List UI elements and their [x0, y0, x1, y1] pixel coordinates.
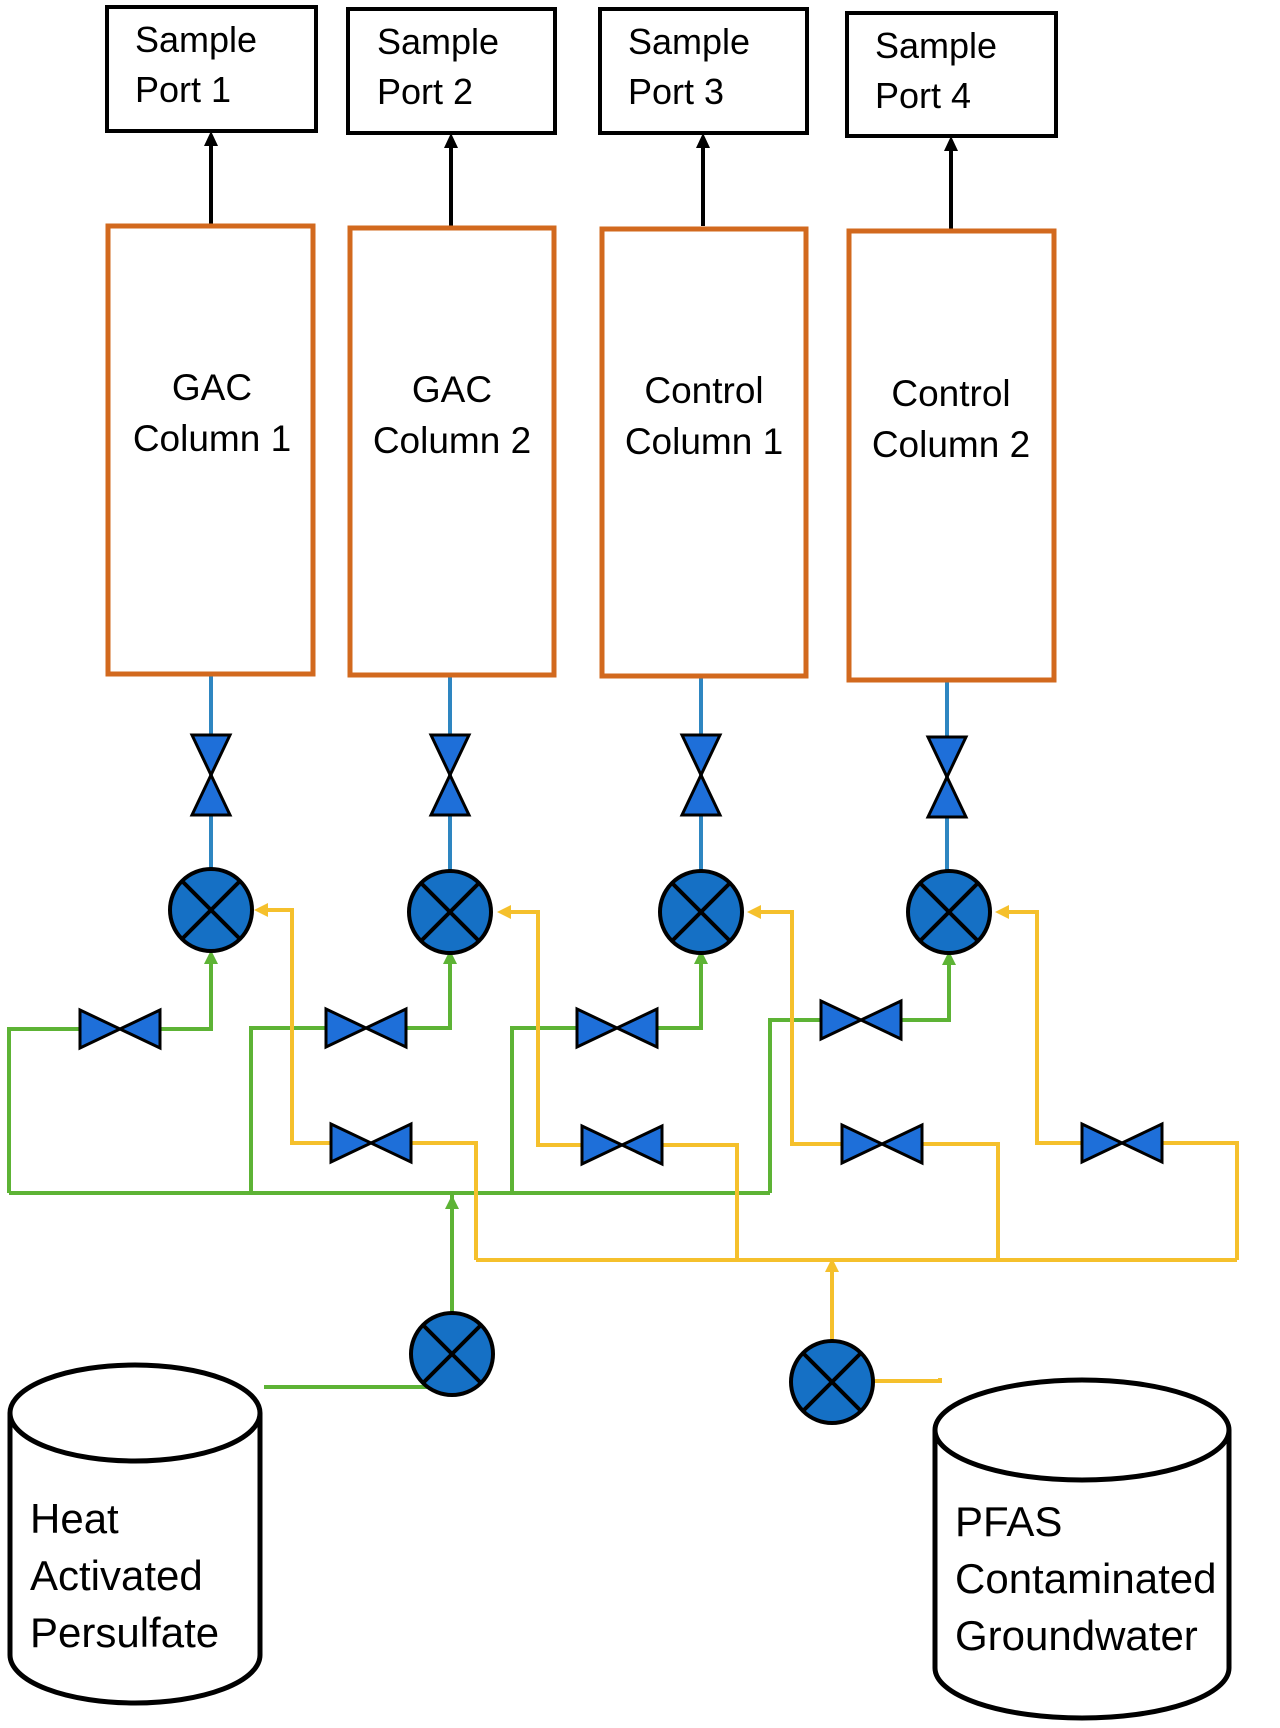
bowtie-valve-icon	[679, 733, 723, 817]
gac-column-2: GAC Column 2	[347, 225, 557, 678]
circle-x-pump-icon	[789, 1339, 875, 1425]
control-column-1: Control Column 1	[599, 226, 809, 679]
persulfate-arrowheads	[204, 950, 956, 1209]
outlet-arrowheads	[204, 131, 958, 151]
groundwater-lines	[267, 908, 1239, 1383]
tank-label: Heat	[30, 1495, 119, 1542]
bowtie-valve-icon	[819, 998, 903, 1042]
arrowhead-icon	[254, 903, 268, 917]
bowtie-valve-icon	[329, 1121, 413, 1165]
column-label: Column 2	[872, 424, 1030, 465]
column-label: Column 1	[625, 421, 783, 462]
sample-port-label: Port 1	[135, 69, 231, 110]
sample-port-label: Port 3	[628, 71, 724, 112]
tank-label: Contaminated	[955, 1555, 1217, 1602]
arrowhead-icon	[445, 1195, 459, 1209]
bowtie-valve-icon	[840, 1122, 924, 1166]
circle-x-pump-icon	[906, 869, 992, 955]
horizontal-valves	[78, 998, 1164, 1167]
arrowhead-icon	[995, 905, 1009, 919]
bowtie-valve-icon	[925, 735, 969, 819]
column-feed-lines	[209, 673, 949, 870]
control-column-2: Control Column 2	[846, 228, 1057, 683]
bowtie-valve-icon	[1080, 1121, 1164, 1165]
circle-x-pump-icon	[409, 1311, 495, 1397]
sample-port-2: Sample Port 2	[346, 7, 557, 135]
column-label: Control	[644, 370, 763, 411]
circle-x-pump-icon	[168, 867, 254, 953]
column-label: Control	[891, 373, 1010, 414]
tank-label: Persulfate	[30, 1609, 219, 1656]
tank-label: PFAS	[955, 1498, 1062, 1545]
circle-x-pump-icon	[407, 869, 493, 955]
pumps	[168, 867, 992, 1425]
arrowhead-icon	[747, 905, 761, 919]
sample-port-label: Sample	[628, 21, 750, 62]
column-label: Column 1	[133, 418, 291, 459]
arrowhead-icon	[497, 905, 511, 919]
sample-port-label: Port 4	[875, 75, 971, 116]
arrowhead-icon	[443, 950, 457, 964]
arrowhead-icon	[204, 131, 218, 146]
sample-port-3: Sample Port 3	[598, 7, 809, 135]
bowtie-valve-icon	[78, 1007, 162, 1051]
sample-port-label: Port 2	[377, 71, 473, 112]
gac-column-1: GAC Column 1	[105, 223, 316, 677]
arrowhead-icon	[944, 136, 958, 151]
arrowhead-icon	[696, 133, 710, 148]
circle-x-pump-icon	[658, 869, 744, 955]
persulfate-lines	[7, 962, 951, 1389]
persulfate-tank	[7, 1362, 263, 1706]
bowtie-valve-icon	[428, 733, 472, 817]
bowtie-valve-icon	[189, 733, 233, 817]
groundwater-tank	[932, 1377, 1232, 1721]
bowtie-valve-icon	[324, 1006, 408, 1050]
bowtie-valve-icon	[575, 1006, 659, 1050]
sample-port-1: Sample Port 1	[105, 5, 318, 133]
bowtie-valve-icon	[580, 1123, 664, 1167]
arrowhead-icon	[444, 133, 458, 148]
arrowhead-icon	[825, 1258, 839, 1272]
column-label: GAC	[172, 367, 252, 408]
column-label: Column 2	[373, 420, 531, 461]
sample-port-label: Sample	[875, 25, 997, 66]
tank-label: Activated	[30, 1552, 203, 1599]
sample-port-label: Sample	[377, 21, 499, 62]
vertical-valves	[189, 733, 969, 819]
sample-port-label: Sample	[135, 19, 257, 60]
arrowhead-icon	[942, 951, 956, 965]
tank-label: Groundwater	[955, 1612, 1198, 1659]
groundwater-arrowheads	[254, 903, 1009, 1272]
sample-port-4: Sample Port 4	[845, 11, 1058, 138]
arrowhead-icon	[204, 950, 218, 964]
arrowhead-icon	[694, 950, 708, 964]
outlet-lines	[209, 142, 953, 229]
column-label: GAC	[412, 369, 492, 410]
